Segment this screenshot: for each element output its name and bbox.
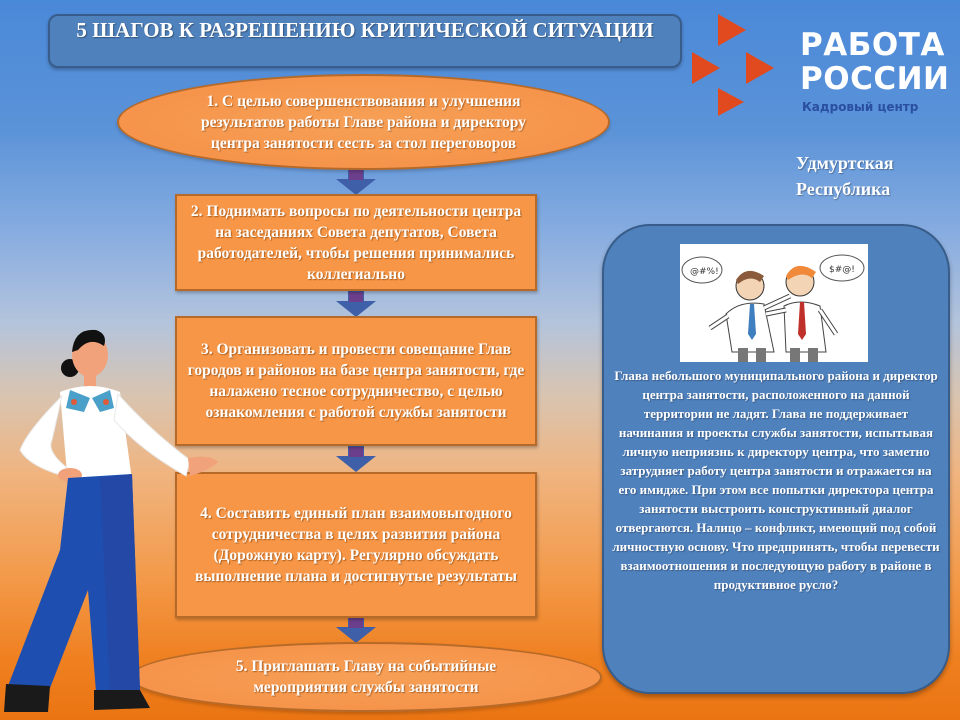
logo-text-line1: РАБОТА: [800, 27, 945, 63]
step-5: 5. Приглашать Главу на событийные меропр…: [130, 642, 602, 712]
region-line2: Республика: [796, 179, 891, 199]
step-4-text: 4. Составить единый план взаимовыгодного…: [195, 505, 517, 585]
step-2: 2. Поднимать вопросы по деятельности цен…: [175, 194, 537, 291]
case-description-text: Глава небольшого муниципального района и…: [612, 368, 940, 592]
region-line1: Удмуртская: [796, 153, 894, 173]
logo-subtitle: Кадровый центр: [802, 100, 919, 114]
step-3-text: 3. Организовать и провести совещание Гла…: [187, 341, 525, 421]
step-3: 3. Организовать и провести совещание Гла…: [175, 316, 537, 446]
arguing-men-image: @#%! $#@!: [680, 244, 868, 362]
arrow-down-icon: [336, 446, 376, 472]
step-5-text: 5. Приглашать Главу на событийные меропр…: [235, 658, 497, 696]
svg-text:$#@!: $#@!: [829, 265, 855, 275]
step-1: 1. С целью совершенствования и улучшения…: [117, 74, 610, 170]
logo-text-line2: РОССИИ: [800, 61, 950, 97]
woman-presenter-illustration: [4, 329, 218, 712]
rabota-rossii-logo-icon: [692, 14, 774, 116]
step-4: 4. Составить единый план взаимовыгодного…: [175, 472, 537, 618]
arrow-down-icon: [336, 617, 376, 643]
page-title: 5 ШАГОВ К РАЗРЕШЕНИЮ КРИТИЧЕСКОЙ СИТУАЦИ…: [48, 14, 682, 68]
svg-text:@#%!: @#%!: [690, 267, 719, 277]
arrow-down-icon: [336, 169, 376, 195]
step-1-text: 1. С целью совершенствования и улучшения…: [201, 92, 526, 152]
step-2-text: 2. Поднимать вопросы по деятельности цен…: [190, 202, 522, 283]
arrow-down-icon: [336, 291, 376, 317]
region-label: Удмуртская Республика: [796, 150, 946, 202]
